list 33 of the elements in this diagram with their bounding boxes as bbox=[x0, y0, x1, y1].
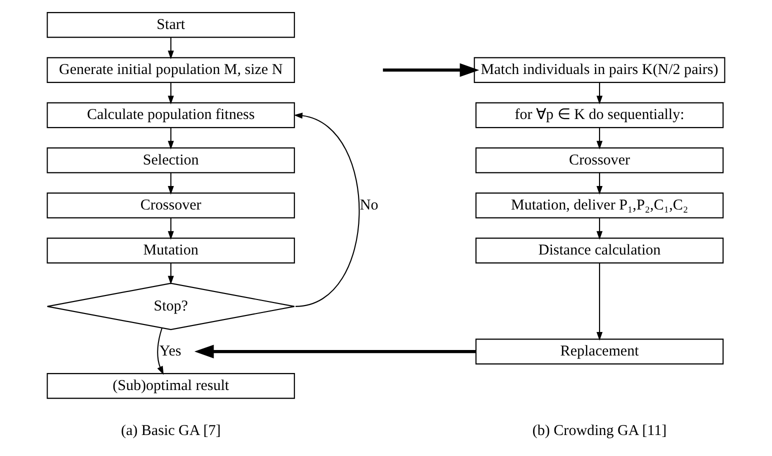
node-box: Crossover bbox=[46, 192, 295, 218]
arrow bbox=[168, 128, 174, 150]
arrow bbox=[168, 263, 174, 285]
arrow bbox=[168, 37, 174, 60]
node-box: Match individuals in pairs K(N/2 pairs) bbox=[474, 57, 726, 83]
arrow bbox=[168, 82, 174, 104]
arrow bbox=[157, 328, 164, 375]
arrow bbox=[168, 172, 174, 195]
arrow bbox=[596, 128, 603, 150]
arrow bbox=[382, 63, 480, 77]
node-box: for ∀p ∈ K do sequentially: bbox=[475, 102, 724, 128]
arrow bbox=[596, 82, 603, 104]
node-box: (Sub)optimal result bbox=[46, 373, 295, 399]
node-box: Mutation bbox=[46, 238, 295, 264]
edge-label: No bbox=[360, 197, 378, 214]
node-box: Replacement bbox=[475, 338, 724, 364]
label: (b) Crowding GA [11] bbox=[532, 423, 667, 440]
node-box: Generate initial population M, size N bbox=[46, 57, 295, 83]
node-box: Calculate population fitness bbox=[46, 102, 295, 128]
node-box: Mutation, deliver P₁,P₂,C₁,C₂ bbox=[475, 192, 724, 218]
node-box: Crossover bbox=[475, 147, 724, 174]
node-box: Distance calculation bbox=[475, 238, 724, 264]
node-box: Start bbox=[46, 12, 295, 38]
arrow bbox=[596, 172, 603, 195]
label: (a) Basic GA [7] bbox=[120, 423, 221, 440]
edge-label: Yes bbox=[159, 344, 182, 360]
node-diamond: Stop? bbox=[46, 282, 295, 330]
arrow bbox=[168, 218, 174, 240]
node-box: Selection bbox=[46, 147, 295, 174]
arrow bbox=[294, 112, 360, 307]
arrow bbox=[596, 262, 603, 341]
arrow bbox=[596, 218, 603, 240]
arrow bbox=[194, 344, 476, 358]
